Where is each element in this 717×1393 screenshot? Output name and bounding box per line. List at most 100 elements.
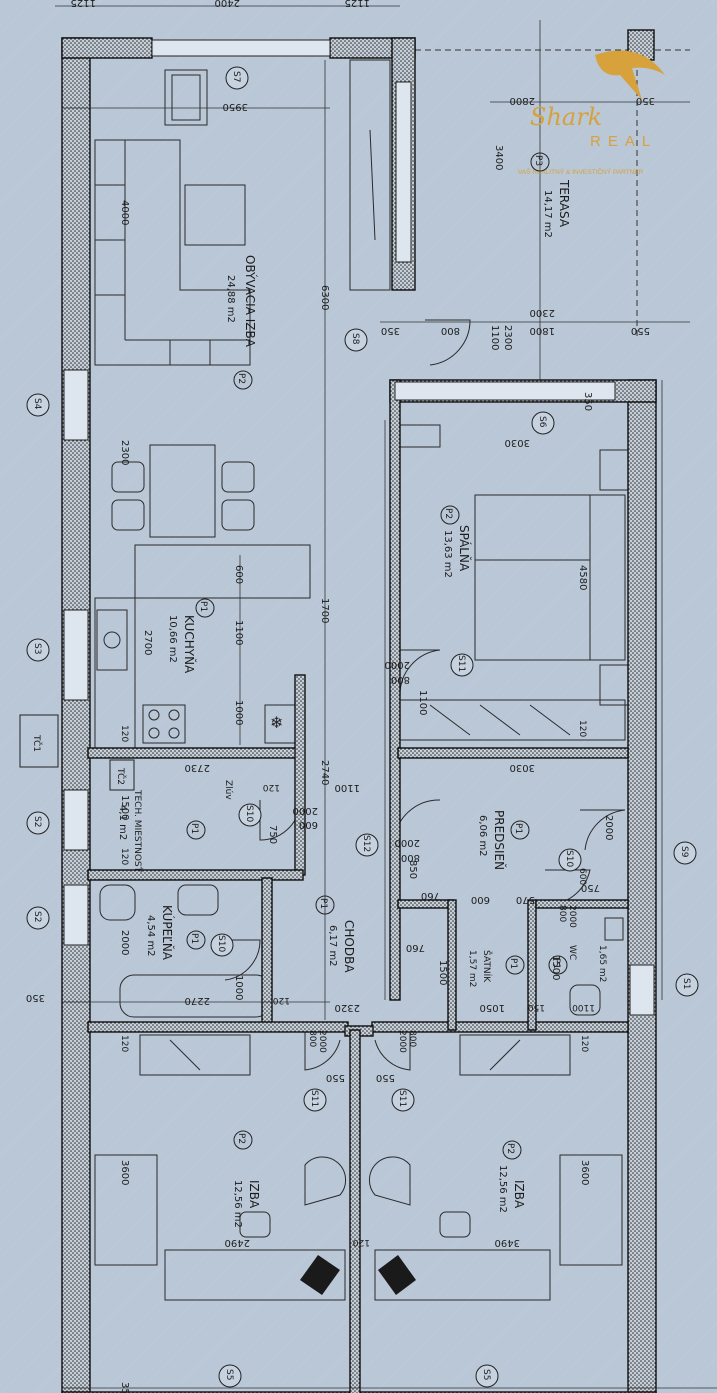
dim-1500a: 1500 (119, 795, 130, 820)
dim-120f: 120 (119, 1035, 129, 1052)
dim-2800: 2800 (510, 95, 535, 106)
dim-750b: 750 (581, 882, 600, 893)
dim-2270: 2270 (185, 995, 210, 1006)
room-area-tech: 4,1 m2 (117, 805, 128, 840)
dim-550c: 550 (376, 1072, 395, 1083)
dim-800f: 800 (407, 1030, 417, 1047)
dim-800c: 800 (401, 852, 420, 863)
room-name-wc: WC (567, 945, 577, 960)
dim-3030b: 3030 (510, 762, 535, 773)
dim-1500c: 1500 (550, 955, 561, 980)
dim-600c: 600 (471, 894, 490, 905)
marker-labels: S1 S2 S2 S3 S4 S5 S5 S6 S7 S8 S9 S10 S10… (32, 71, 691, 1380)
room-name-terasa: TERASA (557, 179, 571, 228)
walls (61, 29, 657, 1393)
marker-s6: S6 (537, 416, 547, 428)
room-area-kupelna: 4,54 m2 (145, 915, 156, 957)
tag-izba2: P2 (505, 1143, 515, 1154)
dim-1000b: 1000 (233, 975, 244, 1000)
dim-2700: 2700 (142, 630, 153, 655)
windows (63, 39, 655, 1016)
room-name-spalna: SPÁLŇA (457, 525, 472, 572)
dim-3950: 3950 (223, 101, 248, 112)
room-area-satnik: 1,57 m2 (467, 950, 477, 987)
room-tag-labels: P2 P3 P2 P1 P1 P1 P1 P1 P1 P1 P2 P2 (189, 155, 561, 1154)
logo-brand-top: Shark (530, 103, 602, 131)
marker-s8: S8 (350, 333, 360, 345)
dim-350t: 350 (636, 95, 655, 106)
tag-chodba: P1 (318, 898, 328, 909)
room-area-predsien: 6,06 m2 (477, 815, 488, 857)
dim-1100e: 1100 (572, 1002, 595, 1012)
dim-2000d: 2000 (603, 815, 614, 840)
logo-tagline: VAŠ REALITNÝ & INVESTIČNÝ PARTNER (518, 167, 644, 176)
dim-350l: 350 (26, 992, 45, 1003)
room-area-izba2: 12,56 m2 (497, 1165, 508, 1213)
dim-1050: 1050 (480, 1002, 505, 1013)
marker-s2b: S2 (32, 911, 42, 922)
dimension-lines (55, 5, 717, 1389)
dim-2300a: 2300 (530, 307, 555, 318)
marker-s11c: S11 (397, 1090, 407, 1107)
dim-570: 570 (516, 894, 535, 905)
tag-kuchyna: P1 (198, 601, 208, 612)
room-name-chodba: CHODBA (342, 920, 356, 973)
tag-predsien: P1 (513, 823, 523, 834)
dim-2000g: 2000 (317, 1030, 327, 1053)
dim-120g: 120 (579, 1035, 589, 1052)
dim-2000f: 2000 (119, 930, 130, 955)
dim-2000c: 2000 (395, 837, 420, 848)
marker-s1: S1 (681, 978, 691, 989)
room-area-kuchyna: 10,66 m2 (167, 615, 178, 663)
marker-s2a: S2 (32, 816, 42, 827)
room-area-obyvacia: 24,88 m2 (225, 275, 236, 323)
dim-1000a: 1000 (233, 700, 244, 725)
dim-550a: 550 (631, 325, 650, 336)
dim-1800: 1800 (530, 325, 555, 336)
dim-800b: 800 (391, 674, 410, 685)
dim-120a: 120 (119, 725, 129, 742)
dim-850: 850 (407, 860, 418, 879)
room-name-predsien: PREDSIEŇ (492, 810, 507, 870)
dim-3400: 3400 (493, 145, 504, 170)
marker-s12: S12 (361, 835, 371, 852)
dim-4000: 4000 (119, 200, 130, 225)
marker-s10c: S10 (564, 850, 574, 867)
dim-600a: 600 (233, 565, 244, 584)
dim-760b: 760 (406, 942, 425, 953)
dim-1100b: 1100 (233, 620, 244, 645)
tag-obyvacia: P2 (236, 373, 246, 384)
dim-1100c: 1100 (417, 690, 428, 715)
marker-circles (26, 66, 699, 1388)
marker-s10a: S10 (244, 805, 254, 822)
marker-s10b: S10 (216, 935, 226, 952)
dim-600b: 600 (299, 819, 318, 830)
room-labels: OBÝVACIA IZBA 24,88 m2 TERASA 14,17 m2 S… (117, 179, 607, 1228)
marker-s11b: S11 (309, 1090, 319, 1107)
tag-terasa: P3 (533, 155, 543, 166)
tag-satnik: P1 (508, 958, 518, 969)
radiators (300, 1255, 416, 1295)
tag-izba1: P2 (236, 1133, 246, 1144)
dim-150: 150 (528, 1002, 545, 1012)
dim-2740: 2740 (319, 760, 330, 785)
tag-spalna: P2 (443, 508, 453, 519)
room-area-chodba: 6,17 m2 (327, 925, 338, 967)
tag-wc: P1 (551, 958, 561, 969)
dim-2320: 2320 (335, 1002, 360, 1013)
room-area-wc: 1,65 m2 (597, 945, 607, 982)
dim-2000b: 2000 (293, 805, 318, 816)
snowflake-icon: ❄ (270, 713, 283, 732)
dim-1100a: 1100 (489, 325, 500, 350)
dim-120b: 120 (577, 720, 587, 737)
marker-s3: S3 (32, 643, 42, 654)
dimension-labels: 1125 2400 1125 3950 4000 6300 2800 350 3… (26, 0, 655, 1393)
room-name-izba1: IZBA (247, 1180, 261, 1209)
dim-550b: 550 (326, 1072, 345, 1083)
dim-2000a: 2000 (385, 659, 410, 670)
room-name-tech: TECH. MIESTNOSŤ (132, 789, 143, 873)
dim-2000e: 2000 (567, 905, 577, 928)
dim-750a: 750 (267, 825, 278, 844)
dim-2000h: 2000 (397, 1030, 407, 1053)
room-area-izba1: 12,56 m2 (232, 1180, 243, 1228)
